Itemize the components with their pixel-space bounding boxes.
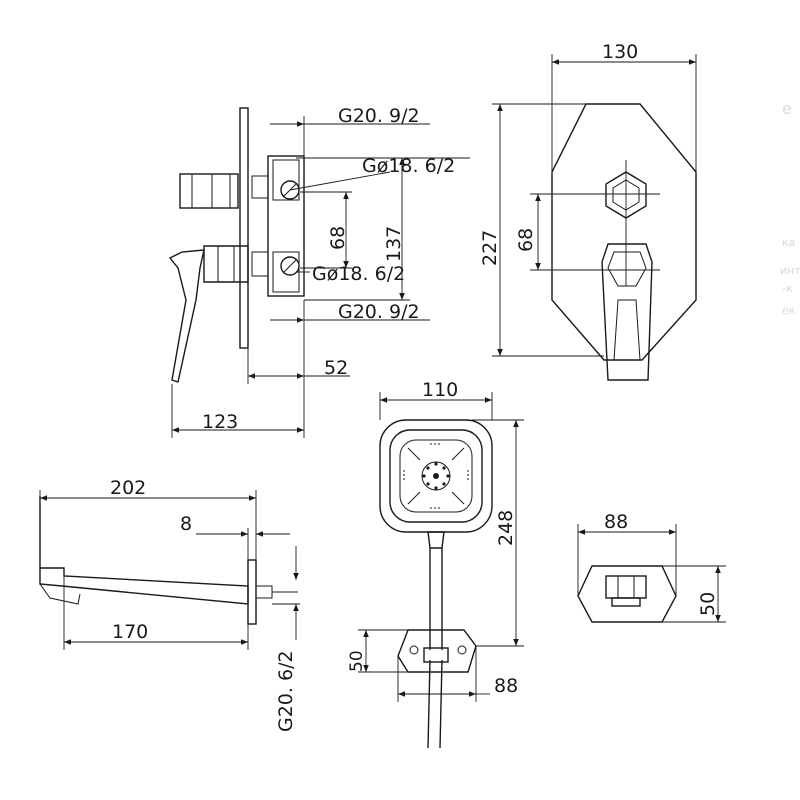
front-plate-view: 130 227 68 [479,41,697,381]
spout-flange [247,559,257,625]
holder-clip [611,597,641,607]
bracket-clip [423,647,449,663]
bracket-width-label: 88 [494,675,518,697]
watermark-line-3: инт [780,264,800,277]
plate-height-label: 227 [479,230,501,266]
plate-spacing-label: 68 [515,228,537,252]
valve-port-top [272,159,300,201]
thread-top-outer-label: G20. 9/2 [338,105,420,127]
shower-neck [427,531,445,549]
shower-face [399,439,473,513]
stem-bottom [251,251,269,277]
shower-height-label: 248 [495,510,517,546]
watermark-line-1: e [782,99,792,118]
bracket-height-label: 50 [347,650,367,672]
spout-thread-label: G20. 6/2 [275,650,297,732]
spout-length-label: 202 [110,477,146,499]
holder-width-label: 88 [604,511,628,533]
spout-projection-label: 170 [112,621,148,643]
holder-outline [577,565,677,623]
holder-view: 88 50 [577,511,726,623]
spout-body [39,496,249,605]
dim-depth-label: 52 [324,357,348,379]
nozzle-pattern [403,443,469,509]
stem-top [251,175,269,199]
port-circle-bottom [280,256,300,276]
thread-bottom-inner-label: Gø18. 6/2 [312,263,405,285]
thread-bottom-outer-label: G20. 9/2 [338,301,420,323]
watermark-line-5: ек [782,304,796,317]
top-knob [179,173,239,209]
shower-head-inner [389,429,483,523]
plate-width-label: 130 [602,41,638,63]
dim-total-depth-label: 123 [202,411,238,433]
watermark-line-4: -к [782,282,793,295]
spout-thread [255,585,273,599]
side-view: G20. 9/2 Gø18. 6/2 Gø18. 6/2 G20. 9/2 68… [168,105,470,438]
hand-shower-view: 110 248 50 88 [347,379,524,749]
watermark: e ка инт -к ек [780,99,800,317]
thread-top-inner-label: Gø18. 6/2 [362,155,455,177]
spout-view: 202 8 170 G20. 6/2 [39,477,300,732]
shower-width-label: 110 [422,379,458,401]
spout-offset-label: 8 [180,513,192,535]
wall-plate [239,107,249,349]
lever-handle [168,249,205,383]
valve-body [267,155,305,297]
holder-slot [605,575,647,599]
front-plate-outline [551,103,697,361]
dim-height-label: 137 [383,226,405,262]
port-circle-top [280,180,300,200]
dim-spacing-label: 68 [327,226,349,250]
lever-hub [203,245,249,283]
front-handle [601,243,653,381]
watermark-line-2: ка [782,236,795,249]
holder-height-label: 50 [697,592,719,616]
